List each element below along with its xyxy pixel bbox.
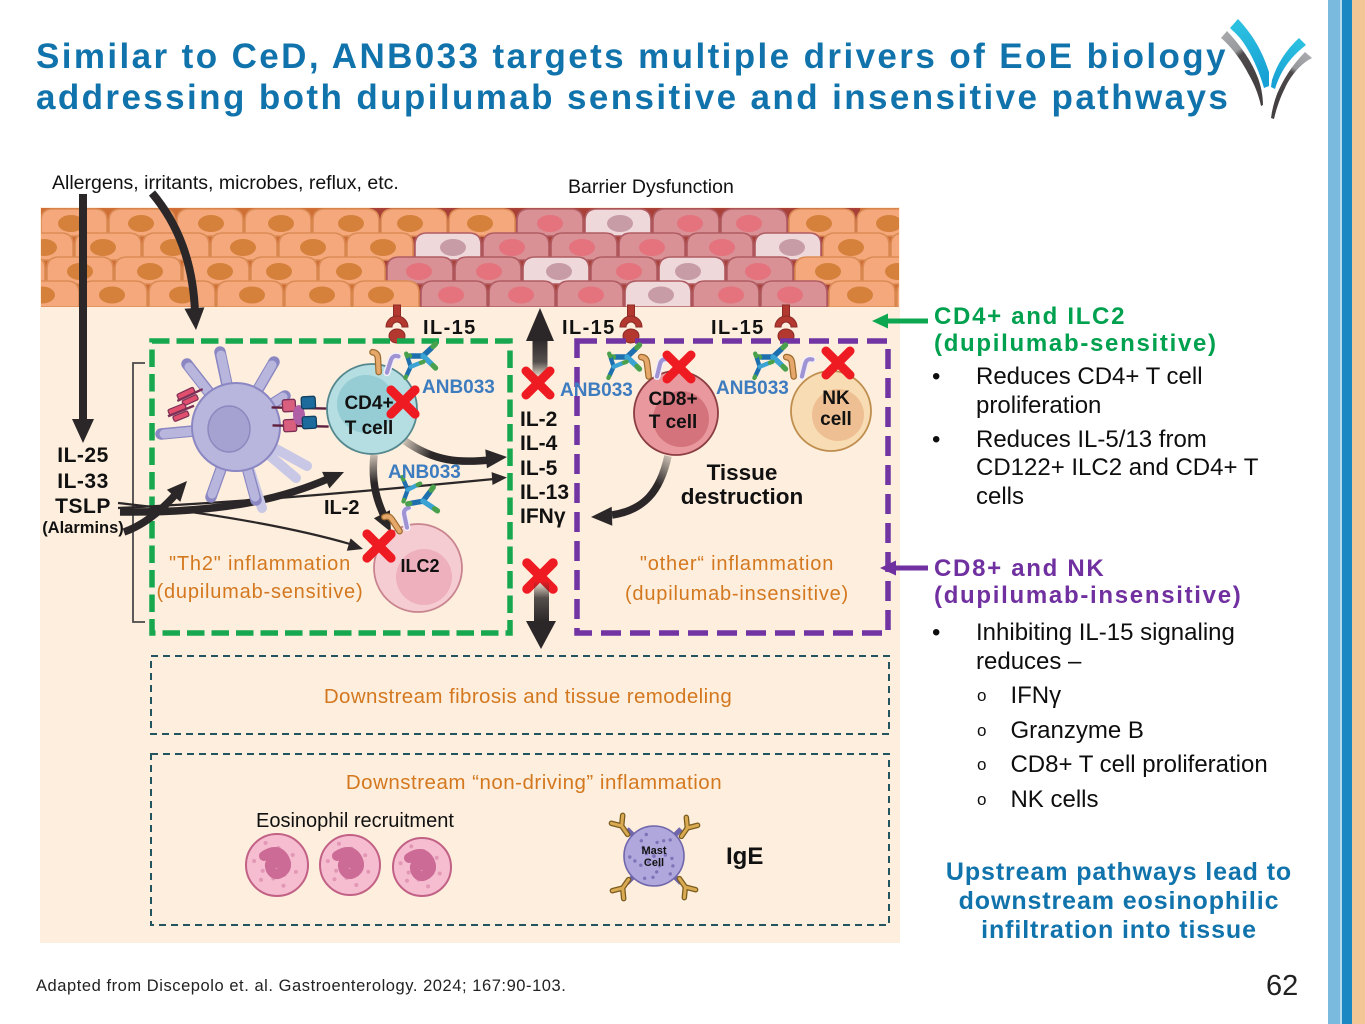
svg-text:(Alarmins): (Alarmins) xyxy=(42,519,124,537)
svg-text:IL-13: IL-13 xyxy=(520,481,569,504)
svg-text:Downstream “non-driving” infla: Downstream “non-driving” inflammation xyxy=(346,771,722,794)
svg-text:IgE: IgE xyxy=(726,843,763,870)
svg-text:"Th2" inflammation: "Th2" inflammation xyxy=(169,553,351,575)
svg-text:Mast: Mast xyxy=(641,845,666,857)
svg-text:TSLP: TSLP xyxy=(55,495,111,518)
svg-text:(dupilumab-insensitive): (dupilumab-insensitive) xyxy=(625,583,849,605)
svg-text:Downstream fibrosis and tissue: Downstream fibrosis and tissue remodelin… xyxy=(324,685,732,708)
svg-text:"other“ inflammation: "other“ inflammation xyxy=(640,553,834,575)
svg-text:IFNγ: IFNγ xyxy=(520,505,566,528)
svg-text:ANB033: ANB033 xyxy=(422,377,495,398)
svg-text:CD4+: CD4+ xyxy=(344,393,393,414)
svg-text:IL-2: IL-2 xyxy=(520,408,557,431)
svg-text:destruction: destruction xyxy=(681,484,804,509)
svg-text:(dupilumab-sensitive): (dupilumab-sensitive) xyxy=(157,581,364,603)
svg-text:NK: NK xyxy=(822,388,850,409)
svg-text:ANB033: ANB033 xyxy=(716,378,789,399)
svg-text:CD8+: CD8+ xyxy=(648,389,697,410)
svg-text:IL-33: IL-33 xyxy=(57,470,109,493)
svg-text:ILC2: ILC2 xyxy=(400,556,439,576)
svg-text:IL-25: IL-25 xyxy=(57,444,109,467)
svg-text:IL-4: IL-4 xyxy=(520,432,558,455)
svg-text:IL-2: IL-2 xyxy=(324,497,360,519)
svg-text:Tissue: Tissue xyxy=(707,460,778,485)
svg-text:IL-5: IL-5 xyxy=(520,457,558,480)
svg-text:Allergens, irritants, microbes: Allergens, irritants, microbes, reflux, … xyxy=(52,172,399,194)
svg-text:T cell: T cell xyxy=(345,418,394,439)
svg-text:T cell: T cell xyxy=(649,412,698,433)
svg-text:IL-15: IL-15 xyxy=(423,317,477,339)
svg-text:Cell: Cell xyxy=(644,857,664,869)
svg-text:IL-15: IL-15 xyxy=(711,317,765,339)
svg-text:ANB033: ANB033 xyxy=(388,462,461,483)
svg-text:IL-15: IL-15 xyxy=(562,317,616,339)
svg-text:ANB033: ANB033 xyxy=(560,380,633,401)
svg-text:cell: cell xyxy=(820,409,852,430)
svg-text:Eosinophil recruitment: Eosinophil recruitment xyxy=(256,810,454,832)
svg-text:Barrier Dysfunction: Barrier Dysfunction xyxy=(568,176,734,198)
